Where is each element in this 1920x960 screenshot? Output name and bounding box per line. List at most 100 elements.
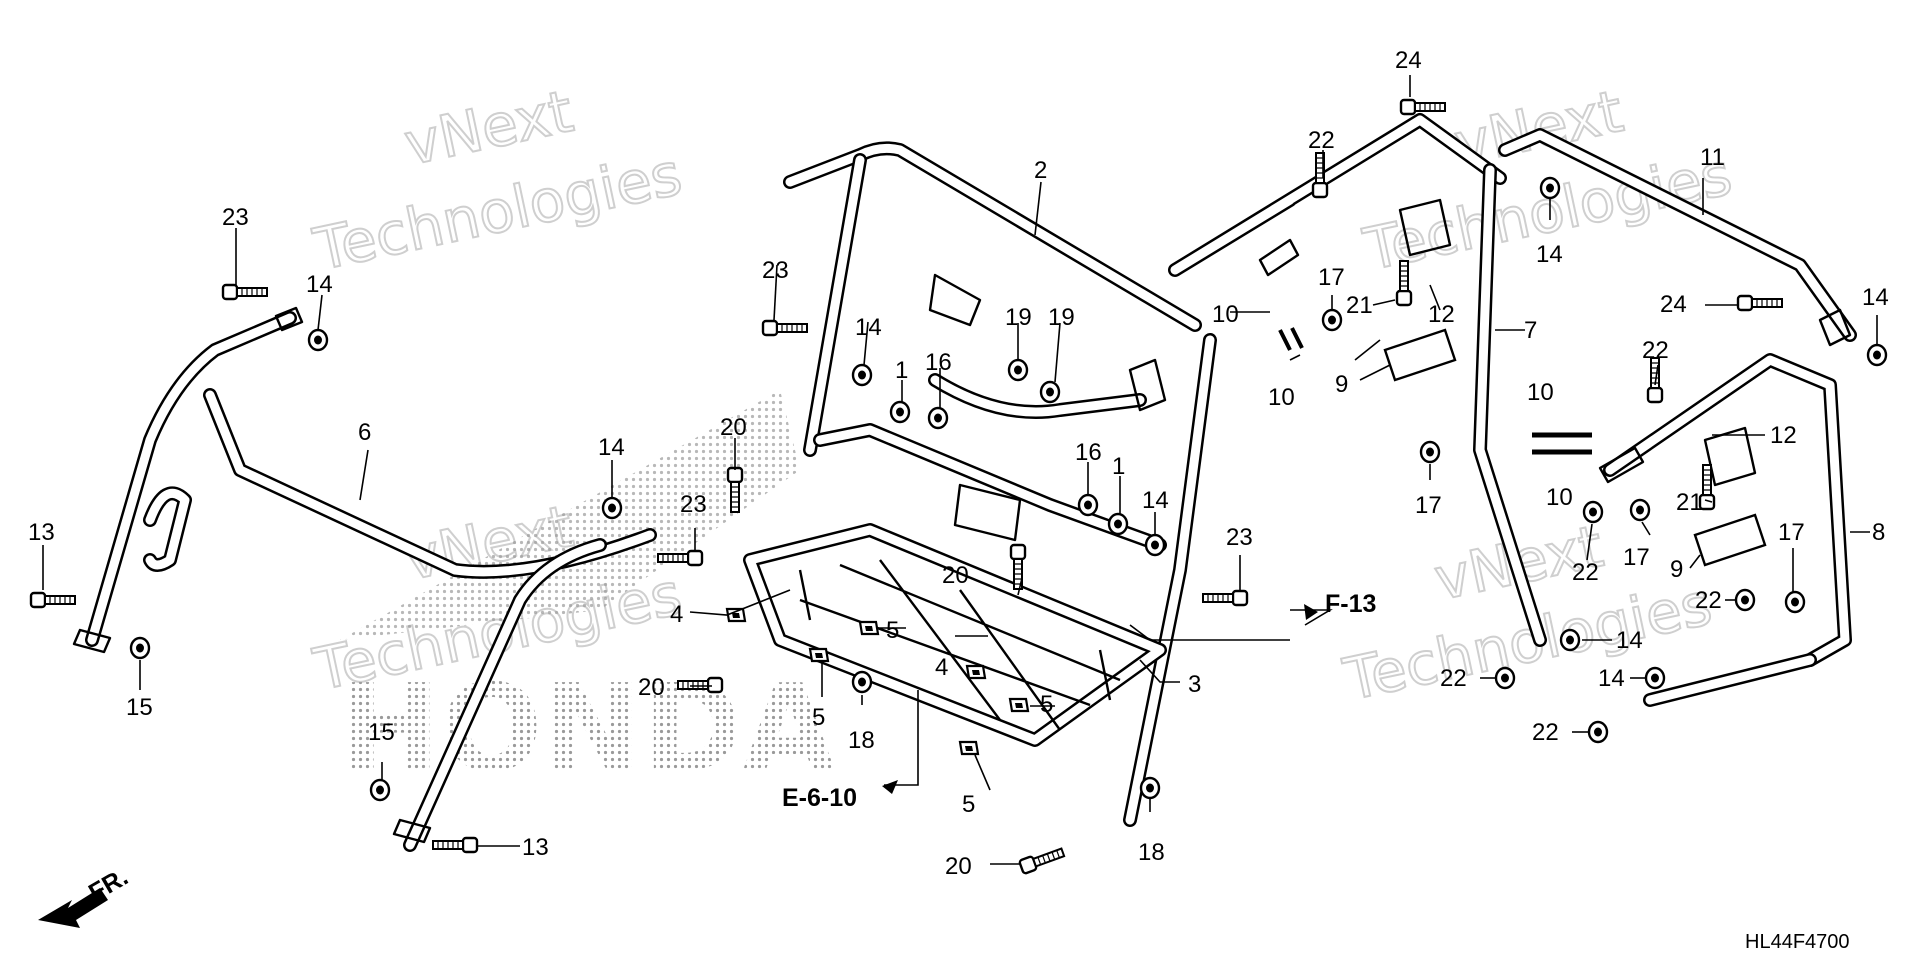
callout-6: 6 — [358, 419, 371, 446]
right-door-frame — [1598, 353, 1852, 707]
bolt-23-frame — [761, 319, 809, 337]
callout-21-upper: 21 — [1346, 292, 1373, 319]
bolt-22-top — [1311, 151, 1329, 199]
nut-17-mid — [1419, 440, 1441, 464]
callout-22-bottom: 22 — [1440, 665, 1467, 692]
callout-19-right: 19 — [1048, 304, 1075, 331]
callout-9-upper: 9 — [1335, 371, 1348, 398]
callout-4-left: 4 — [670, 601, 683, 628]
nut-14-frame — [851, 363, 873, 387]
callout-5-b: 5 — [812, 704, 825, 731]
callout-17-upper: 17 — [1318, 264, 1345, 291]
nut-19-left — [1007, 358, 1029, 382]
bracket-parts — [1278, 327, 1767, 567]
callout-2: 2 — [1034, 157, 1047, 184]
nut-14-center — [601, 496, 623, 520]
callout-19-left: 19 — [1005, 304, 1032, 331]
front-cage-frame — [72, 306, 657, 852]
nut-18-lower — [1139, 776, 1161, 800]
reference-labels: F-13 E-6-10 — [782, 590, 1376, 812]
callout-18-lower: 18 — [1138, 839, 1165, 866]
callout-23-center: 23 — [680, 491, 707, 518]
callout-10-upper: 10 — [1212, 301, 1239, 328]
nut-16-left — [927, 406, 949, 430]
callout-23-right: 23 — [1226, 524, 1253, 551]
callout-22-mid: 22 — [1642, 337, 1669, 364]
callout-22-right: 22 — [1695, 587, 1722, 614]
callout-20-vertical: 20 — [720, 414, 747, 441]
callout-10-right-upper: 10 — [1527, 379, 1554, 406]
reference-f13-arrowhead — [1304, 604, 1318, 620]
bolt-21-upper — [1395, 259, 1413, 307]
nut-18-center — [851, 670, 873, 694]
reference-f13: F-13 — [1325, 590, 1376, 618]
callout-15-lower: 15 — [368, 719, 395, 746]
callout-17-right: 17 — [1778, 519, 1805, 546]
callout-14-upper: 14 — [1536, 241, 1563, 268]
nut-14-far-right — [1866, 343, 1888, 367]
nut-17-upper — [1321, 308, 1343, 332]
callout-4-right: 4 — [935, 654, 948, 681]
reference-e610-arrowhead — [882, 780, 898, 794]
reference-e610: E-6-10 — [782, 784, 857, 812]
bolt-20-mid — [1009, 543, 1027, 591]
clip-5-a — [858, 620, 880, 636]
clip-5-c — [1008, 697, 1030, 713]
callout-11: 11 — [1700, 144, 1725, 171]
callout-20-mid: 20 — [942, 562, 969, 589]
strip-10-b — [1532, 432, 1592, 455]
clip-5-b — [808, 647, 830, 663]
callout-labels: 23 14 6 13 15 15 13 14 23 20 4 20 23 14 … — [28, 47, 1889, 880]
main-rear-frame — [783, 141, 1217, 827]
nut-22-right — [1734, 588, 1756, 612]
callout-22-top: 22 — [1308, 127, 1335, 154]
bracket-9-lower — [1693, 513, 1767, 567]
callout-3: 3 — [1188, 671, 1201, 698]
nut-22-very-bottom — [1587, 720, 1609, 744]
bolt-23-center — [656, 549, 704, 567]
callout-17-mid: 17 — [1415, 492, 1442, 519]
lower-floor-frame — [743, 523, 1167, 747]
callout-14-lower: 14 — [1616, 627, 1643, 654]
callout-15-left: 15 — [126, 694, 153, 721]
watermark-line1: vNext — [399, 77, 579, 179]
callout-22-very-bottom: 22 — [1532, 719, 1559, 746]
callout-23-left: 23 — [222, 204, 249, 231]
nut-22-bottom — [1494, 666, 1516, 690]
watermark-line2: Technologies — [308, 140, 688, 284]
clip-5-d — [958, 740, 980, 756]
bolt-20-vertical — [726, 466, 744, 514]
callout-5-c: 5 — [1040, 691, 1053, 718]
callout-14-frame: 14 — [855, 314, 882, 341]
bolt-20-lower — [676, 676, 724, 694]
leader-lines — [42, 75, 1878, 865]
callout-24-right: 24 — [1660, 291, 1687, 318]
callout-20-bottom: 20 — [945, 853, 972, 880]
callout-14-right: 14 — [1142, 487, 1169, 514]
callout-14-center: 14 — [598, 434, 625, 461]
bolt-23-right — [1201, 589, 1249, 607]
brand-wing-watermark — [340, 390, 800, 640]
callout-22-lower: 22 — [1572, 559, 1599, 586]
nut-17-right — [1784, 590, 1806, 614]
bolt-23-left — [221, 283, 269, 301]
bolt-20-bottom — [1017, 844, 1067, 876]
callout-13-lower: 13 — [522, 834, 549, 861]
nut-15-left — [129, 636, 151, 660]
watermark-group: vNext Technologies vNext Technologies vN… — [307, 76, 1739, 799]
nut-15-lower — [369, 778, 391, 802]
callout-21-lower: 21 — [1676, 489, 1703, 516]
nut-1-right — [1107, 512, 1129, 536]
bolt-24-top — [1399, 98, 1447, 116]
callout-23-frame: 23 — [762, 257, 789, 284]
callout-14-far-right: 14 — [1862, 284, 1889, 311]
nut-14-upper — [1539, 176, 1561, 200]
callout-8: 8 — [1872, 519, 1885, 546]
callout-18-center: 18 — [848, 727, 875, 754]
bolt-13-upper — [29, 591, 77, 609]
callout-20-lower: 20 — [638, 674, 665, 701]
clip-4-right — [965, 664, 987, 680]
callout-5-d: 5 — [962, 791, 975, 818]
callout-12-upper: 12 — [1428, 301, 1455, 328]
left-door-frame — [1168, 113, 1547, 647]
